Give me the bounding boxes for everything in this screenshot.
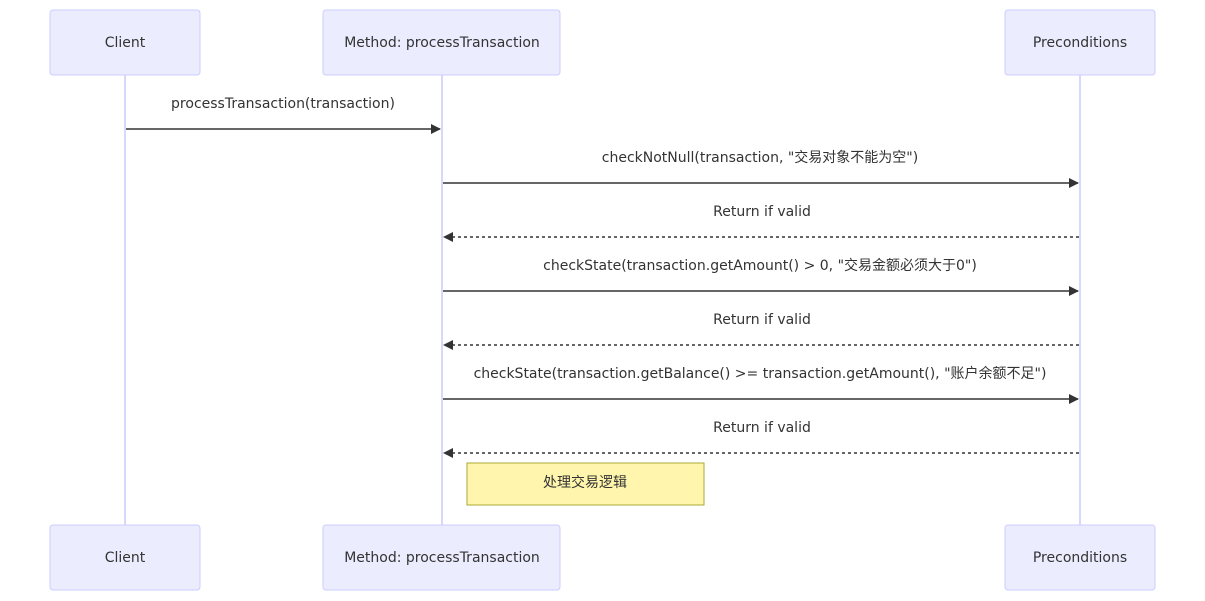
message-2-label: checkNotNull(transaction, "交易对象不能为空") [602,149,918,166]
message-2: checkNotNull(transaction, "交易对象不能为空") [443,149,1079,188]
message-5: Return if valid [443,312,1079,350]
participant-client-bottom-label: Client [105,550,146,566]
participant-method-bottom: Method: processTransaction [322,524,561,591]
participant-preconditions-bottom-label: Preconditions [1033,550,1127,566]
message-3: Return if valid [443,204,1079,242]
message-6-label: checkState(transaction.getBalance() >= t… [474,365,1047,382]
message-5-label: Return if valid [713,312,811,328]
message-1: processTransaction(transaction) [126,96,441,134]
participant-client-top: Client [49,9,201,76]
participant-method-bottom-label: Method: processTransaction [344,550,540,566]
message-6: checkState(transaction.getBalance() >= t… [443,365,1079,404]
participant-method-top: Method: processTransaction [322,9,561,76]
message-4: checkState(transaction.getAmount() > 0, … [443,257,1079,296]
message-7-label: Return if valid [713,420,811,436]
note-box [466,462,705,506]
message-4-label: checkState(transaction.getAmount() > 0, … [543,257,977,274]
participant-client-bottom: Client [49,524,201,591]
participant-client-top-label: Client [105,35,146,51]
note-text: 处理交易逻辑 [543,474,627,491]
participant-preconditions-top: Preconditions [1004,9,1156,76]
participant-preconditions-bottom: Preconditions [1004,524,1156,591]
participant-method-top-label: Method: processTransaction [344,35,540,51]
message-1-label: processTransaction(transaction) [171,96,395,112]
participant-preconditions-top-label: Preconditions [1033,35,1127,51]
note: 处理交易逻辑 [466,462,705,506]
message-7: Return if valid [443,420,1079,458]
message-3-label: Return if valid [713,204,811,220]
